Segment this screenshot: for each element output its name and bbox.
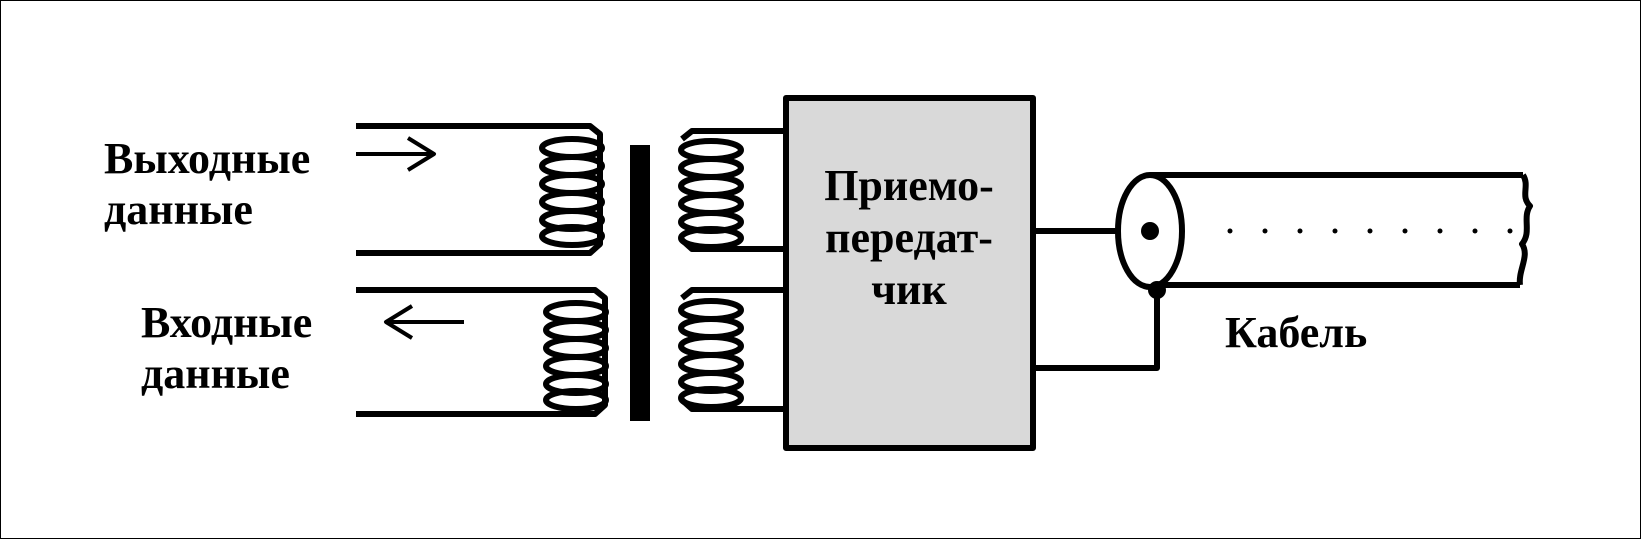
output-transformer-coil-left bbox=[539, 136, 605, 248]
cable-label: Кабель bbox=[1225, 308, 1367, 357]
shield-wire bbox=[1033, 292, 1160, 371]
output-arrow-icon bbox=[356, 136, 436, 172]
output-transformer-coil-right bbox=[678, 128, 783, 252]
transceiver-label-line2: передат- bbox=[825, 213, 993, 262]
cable-dotted-core bbox=[1227, 228, 1513, 234]
transceiver-label-line3: чик bbox=[871, 265, 947, 314]
coaxial-cable bbox=[1115, 172, 1533, 299]
input-transformer-coil-left bbox=[543, 300, 609, 412]
output-wire-pair bbox=[356, 123, 603, 256]
output-data-label-line2: данные bbox=[104, 185, 253, 234]
input-arrow-icon bbox=[384, 304, 464, 340]
transformer-core bbox=[630, 145, 650, 421]
input-data-label-line2: данные bbox=[141, 349, 290, 398]
input-transformer-coil-right bbox=[678, 287, 783, 412]
transceiver-box bbox=[783, 95, 1036, 451]
input-data-label-line1: Входные bbox=[141, 298, 312, 347]
transceiver-label-line1: Приемо- bbox=[824, 161, 994, 210]
output-data-label-line1: Выходные bbox=[104, 134, 310, 183]
